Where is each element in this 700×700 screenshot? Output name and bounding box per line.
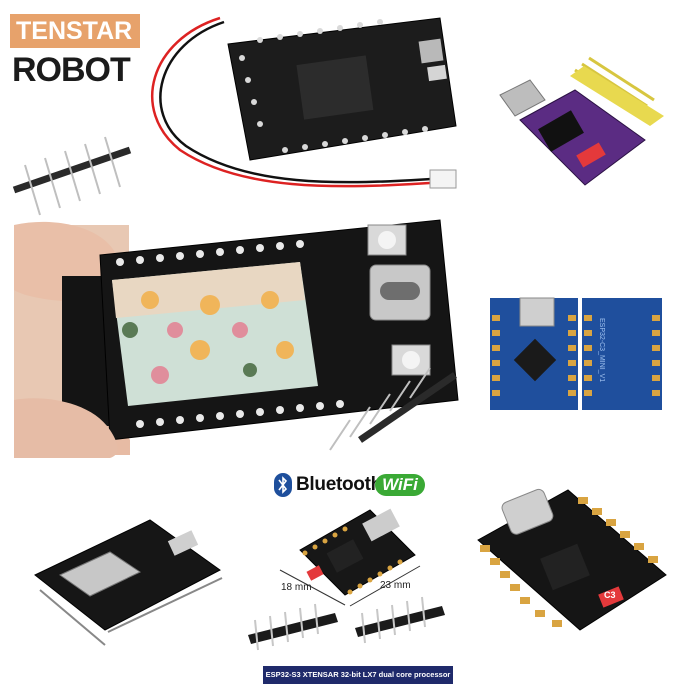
brand-logo-bottom: ROBOT — [12, 51, 131, 89]
brand-logo-top: TENSTAR — [10, 14, 141, 48]
esp32-devkit-board — [34, 519, 223, 646]
bluetooth-label: Bluetooth — [296, 474, 382, 495]
c3-supermini-board — [477, 488, 667, 631]
bluetooth-icon — [274, 473, 292, 497]
tdisplay-front-board — [12, 136, 459, 458]
blue-c3-boards — [490, 297, 662, 410]
product-caption: ESP32-S3 XTENSAR 32-bit LX7 dual core pr… — [263, 666, 453, 684]
dimension-length: 23 mm — [380, 580, 411, 591]
tdisplay-rear-board — [151, 16, 457, 189]
c3-chip-label: C3 — [604, 590, 616, 600]
purple-s3-board — [499, 56, 664, 186]
s3-zero-board — [248, 508, 445, 651]
c3-board-label: ESP32-C3_MINI_V1 — [598, 318, 605, 383]
wifi-badge: WiFi — [375, 474, 425, 496]
dimension-width: 18 mm — [281, 582, 312, 593]
